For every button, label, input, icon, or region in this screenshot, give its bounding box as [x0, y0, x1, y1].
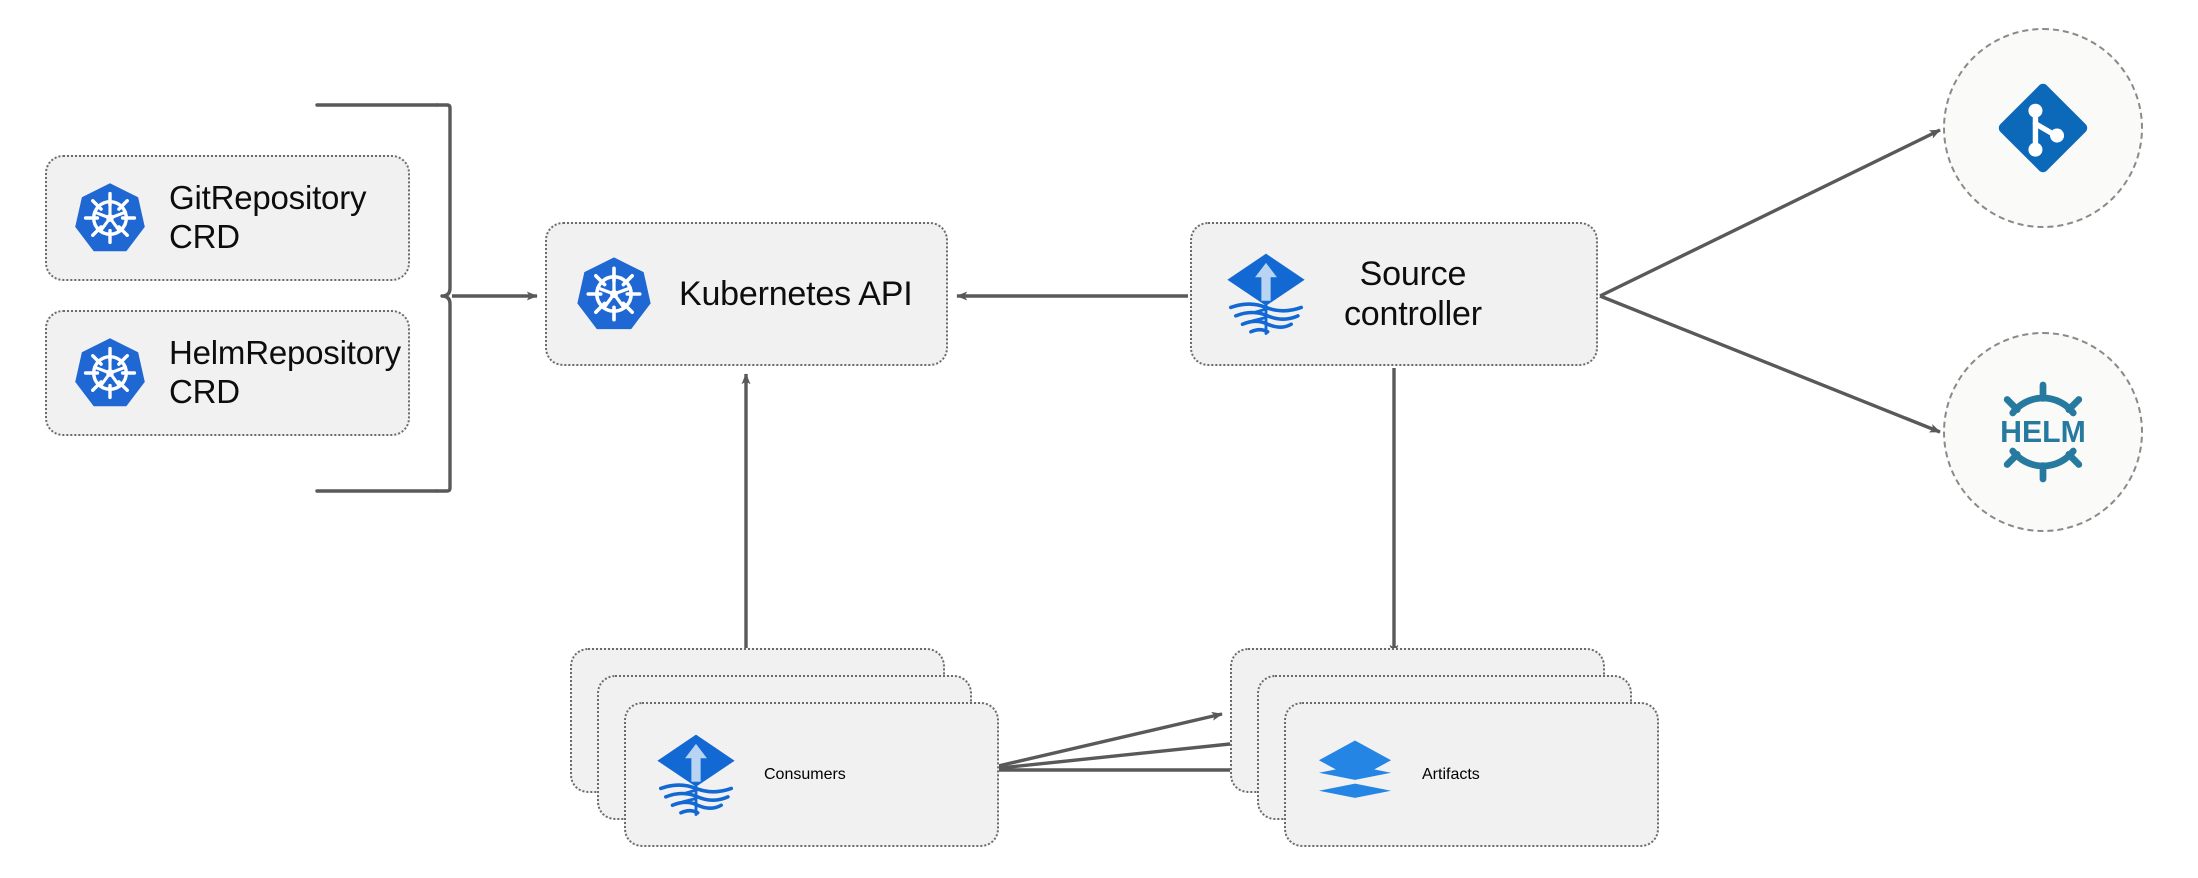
source-controller-box[interactable]: Source controller [1190, 222, 1598, 366]
arrow-source-to-git [1599, 128, 1941, 298]
kubernetes-icon [73, 181, 147, 255]
arrow-consumers-to-artifact-1 [980, 711, 1223, 772]
arrow-source-to-helm [1599, 294, 1941, 434]
kubernetes-api-label: Kubernetes API [679, 274, 913, 313]
git-icon [1989, 74, 2097, 182]
helmrepository-crd-label: HelmRepository CRD [169, 334, 401, 410]
source-controller-label: Source controller [1344, 254, 1482, 333]
gitrepository-crd-label: GitRepository CRD [169, 179, 367, 255]
gitrepository-crd-box[interactable]: GitRepository CRD [45, 155, 410, 281]
flux-icon [654, 733, 738, 817]
helm-source-circle[interactable] [1943, 332, 2143, 532]
artifacts-stack[interactable]: Artifacts [1230, 648, 1660, 848]
artifacts-card-front[interactable]: Artifacts [1284, 702, 1659, 847]
arrow-consumers-to-artifact-2 [980, 738, 1250, 772]
git-source-circle[interactable] [1943, 28, 2143, 228]
artifacts-label: Artifacts [1422, 765, 1480, 783]
helm-icon [1987, 376, 2099, 488]
kubernetes-icon [73, 336, 147, 410]
crd-group-bracket [435, 103, 452, 493]
kubernetes-api-box[interactable]: Kubernetes API [545, 222, 948, 366]
consumers-label: Consumers [764, 765, 846, 783]
flux-icon [1224, 252, 1308, 336]
layers-icon [1314, 734, 1396, 816]
kubernetes-icon [575, 255, 653, 333]
consumers-card-front[interactable]: Consumers [624, 702, 999, 847]
helmrepository-crd-box[interactable]: HelmRepository CRD [45, 310, 410, 436]
consumers-stack[interactable]: Consumers [570, 648, 1000, 848]
